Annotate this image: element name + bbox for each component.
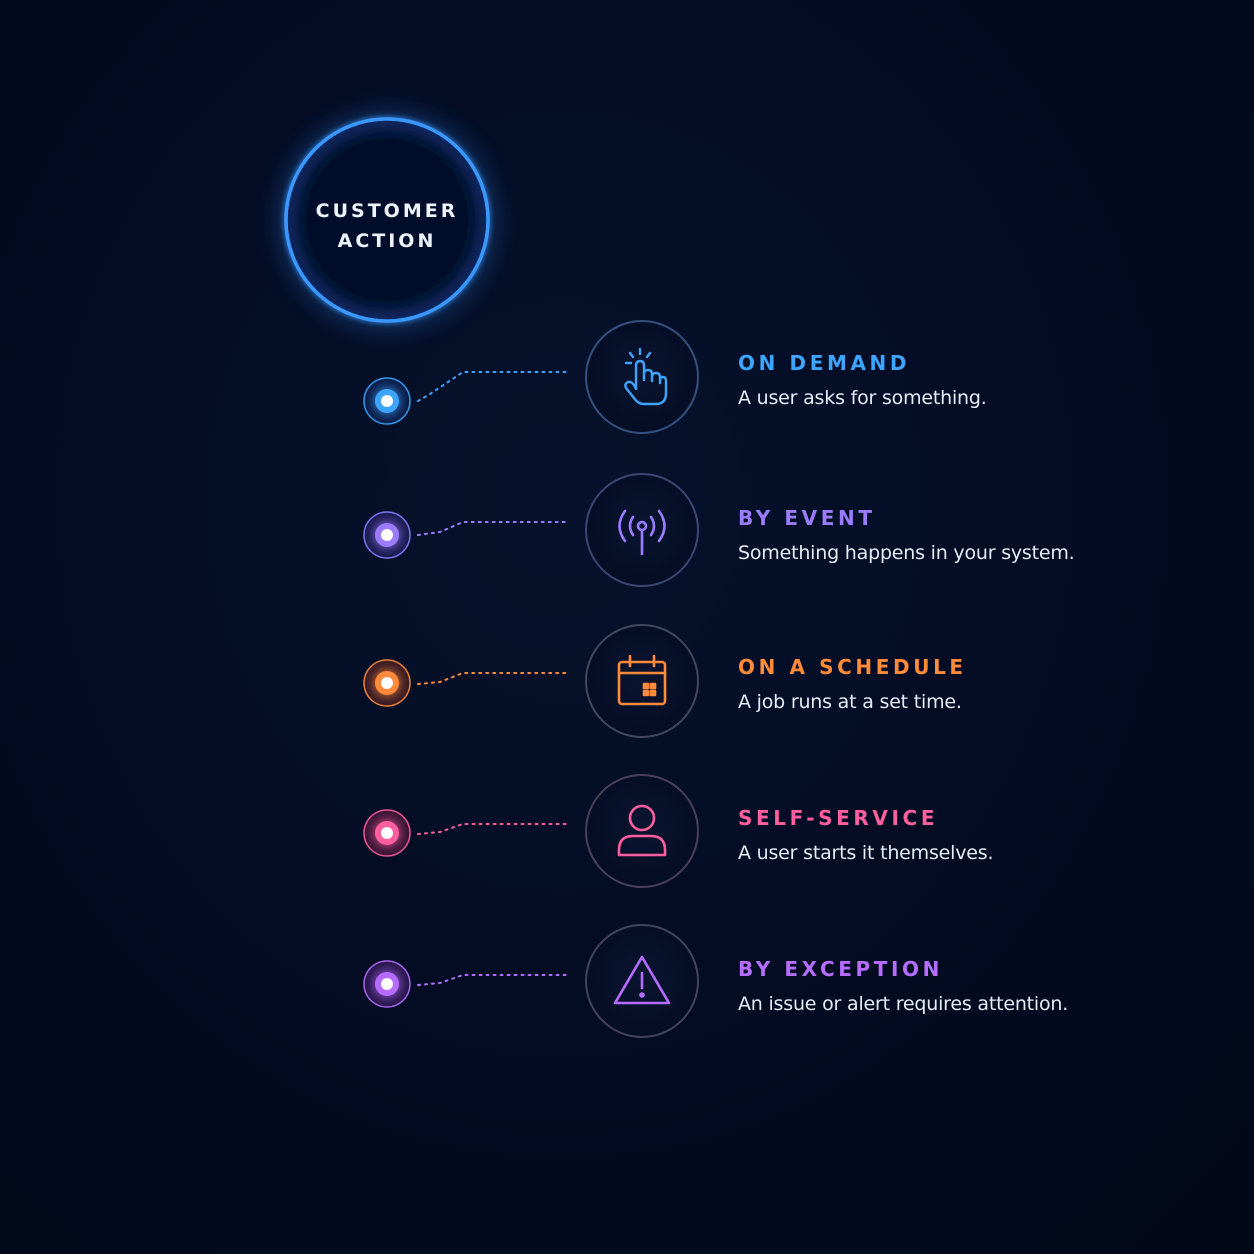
connector-on-a-schedule [417,672,569,685]
node-dot-on-a-schedule [381,677,393,689]
text-block-self-service: SELF-SERVICE A user starts it themselves… [738,805,1218,866]
hub-label-line-2: ACTION [337,230,437,252]
description-on-a-schedule: A job runs at a set time. [738,691,962,713]
connector-on-demand [417,371,569,402]
icon-circle-on-demand [585,320,699,434]
connector-self-service [417,823,569,835]
description-by-event: Something happens in your system. [738,542,1075,564]
node-dot-self-service [381,827,393,839]
title-by-exception: BY EXCEPTION [738,957,943,981]
node-dot-by-exception [381,978,393,990]
description-self-service: A user starts it themselves. [738,842,994,864]
item-by-exception [363,924,699,1038]
text-block-on-a-schedule: ON A SCHEDULE A job runs at a set time. [738,654,1218,715]
item-on-demand [363,320,699,434]
signal-antenna-icon [618,509,666,556]
hub-label-line-1: CUSTOMER [315,200,459,222]
title-self-service: SELF-SERVICE [738,806,939,830]
text-block-by-event: BY EVENT Something happens in your syste… [738,505,1218,566]
title-on-demand: ON DEMAND [738,351,911,375]
text-block-on-demand: ON DEMAND A user asks for something. [738,350,1218,411]
pointer-click-icon [624,347,668,406]
hub-label: CUSTOMER ACTION [287,196,487,256]
title-on-a-schedule: ON A SCHEDULE [738,655,967,679]
user-icon [617,804,667,857]
connector-by-event [417,521,569,536]
node-dot-by-event [381,529,393,541]
item-self-service [363,774,699,888]
description-on-demand: A user asks for something. [738,387,987,409]
icon-circle-on-a-schedule [585,624,699,738]
text-block-by-exception: BY EXCEPTION An issue or alert requires … [738,956,1218,1017]
node-dot-on-demand [381,395,393,407]
item-on-a-schedule [363,624,699,738]
calendar-icon [617,654,667,706]
title-by-event: BY EVENT [738,506,876,530]
warning-triangle-icon [613,955,671,1005]
item-by-event [363,473,699,587]
connector-by-exception [417,974,569,986]
hub-circle [284,117,490,323]
description-by-exception: An issue or alert requires attention. [738,993,1069,1015]
